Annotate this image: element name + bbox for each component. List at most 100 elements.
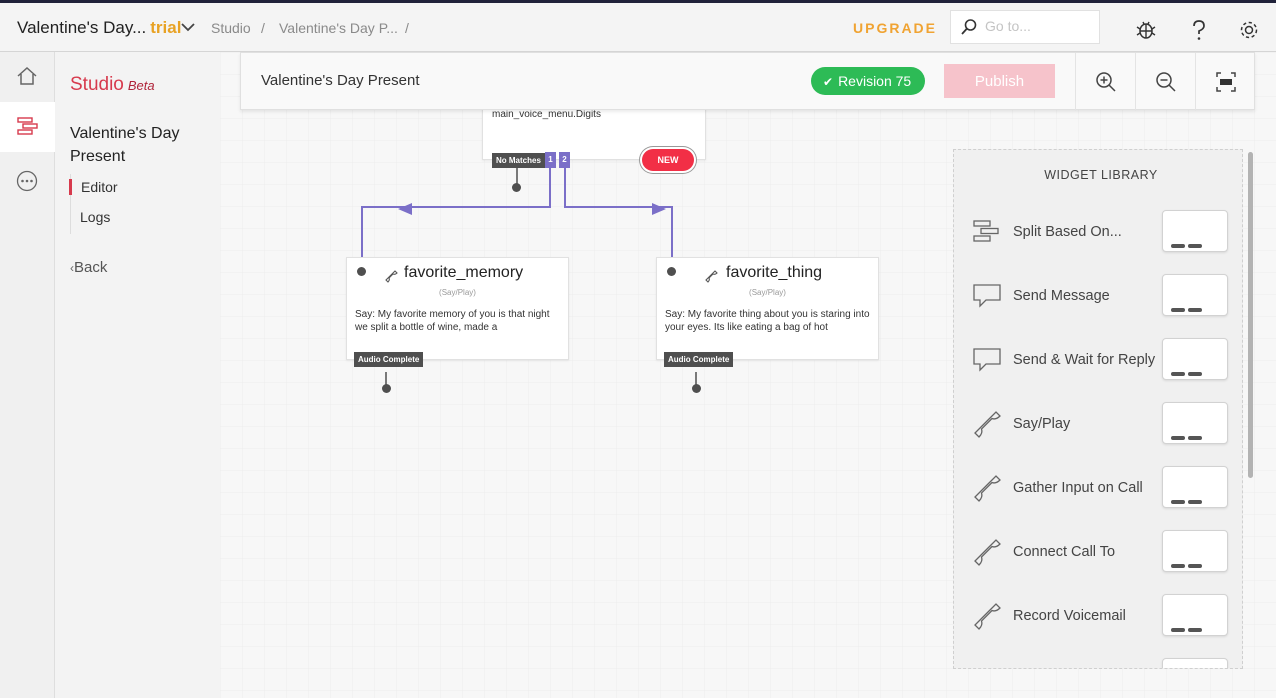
back-label: Back (74, 259, 108, 276)
phone-icon (974, 603, 1001, 630)
goto-search[interactable] (950, 10, 1100, 44)
breadcrumb-studio[interactable]: Studio (211, 20, 251, 36)
node-title: favorite_memory (404, 264, 524, 281)
breadcrumb-separator: / (261, 20, 265, 36)
flow-title: Valentine's Day Present (261, 72, 420, 89)
home-nav-button[interactable] (0, 52, 55, 102)
widget-preview[interactable] (1162, 210, 1228, 252)
studio-label: Studio (70, 74, 124, 95)
check-icon: ✔ (823, 75, 834, 89)
icon-rail (0, 52, 55, 698)
flow-canvas[interactable]: main_voice_menu.Digits No Matches 1 2 NE… (220, 52, 1276, 698)
fit-to-screen-button[interactable] (1195, 53, 1255, 111)
node-subtitle: (Say/Play) (439, 288, 476, 297)
chevron-down-icon[interactable] (180, 19, 196, 35)
widget-record-voicemail[interactable]: Record Voicemail (954, 594, 1242, 658)
widget-preview[interactable] (1162, 658, 1228, 668)
widget-label: Gather Input on Call (1013, 480, 1143, 496)
phone-icon (385, 270, 398, 283)
no-matches-transition[interactable]: No Matches (492, 153, 545, 168)
sidebar-links: Editor Logs (69, 174, 118, 234)
widget-say-play[interactable]: Say/Play (954, 402, 1242, 466)
connector-dot[interactable] (512, 183, 521, 192)
audio-complete-transition[interactable]: Audio Complete (354, 352, 424, 367)
message-icon (973, 284, 1001, 308)
widget-send-and-wait[interactable]: Send & Wait for Reply (954, 338, 1242, 402)
split-icon (973, 220, 999, 242)
node-title: favorite_thing (726, 264, 823, 281)
gear-icon[interactable] (1237, 18, 1261, 42)
widget-preview[interactable] (1162, 530, 1228, 572)
widget-label: Send & Wait for Reply (1013, 352, 1156, 368)
widget-label: Send Message (1013, 288, 1110, 304)
app-title-dropdown[interactable]: Valentine's Day...trial (17, 18, 181, 38)
breadcrumb-flow[interactable]: Valentine's Day P... (279, 20, 398, 36)
favorite-thing-node[interactable]: favorite_thing (Say/Play) Say: My favori… (656, 257, 879, 360)
upgrade-link[interactable]: UPGRADE (853, 20, 938, 36)
studio-nav-button[interactable] (0, 102, 55, 152)
node-body: main_voice_menu.Digits (492, 109, 601, 120)
widget-preview[interactable] (1162, 274, 1228, 316)
goto-input[interactable] (985, 18, 1095, 34)
node-body: Say: My favorite memory of you is that n… (355, 309, 550, 333)
beta-label: Beta (127, 78, 155, 93)
widget-partial[interactable] (954, 658, 1242, 668)
sidebar-item-editor[interactable]: Editor (69, 179, 118, 195)
widget-connect-call[interactable]: Connect Call To (954, 530, 1242, 594)
publish-button[interactable]: Publish (944, 64, 1055, 98)
revision-label: Revision 75 (838, 73, 912, 89)
widget-preview[interactable] (1162, 338, 1228, 380)
widget-label: Say/Play (1013, 416, 1071, 432)
bug-icon[interactable] (1134, 18, 1158, 42)
search-icon (961, 19, 977, 35)
connector-dot[interactable] (692, 384, 701, 393)
widget-label: Split Based On... (1013, 224, 1122, 240)
chevron-left-icon: ‹ (70, 261, 74, 275)
message-icon (973, 348, 1001, 372)
input-dot[interactable] (667, 267, 676, 276)
branch-2-transition[interactable]: 2 (559, 152, 570, 168)
sidebar-item-logs[interactable]: Logs (80, 209, 111, 225)
more-nav-button[interactable] (0, 157, 55, 207)
widget-gather-input[interactable]: Gather Input on Call (954, 466, 1242, 530)
connector-branch-2 (564, 165, 673, 257)
home-icon (17, 66, 37, 85)
phone-icon (974, 539, 1001, 566)
new-transition-badge[interactable]: NEW (642, 149, 694, 171)
widget-split-based-on[interactable]: Split Based On... (954, 210, 1242, 274)
audio-complete-transition[interactable]: Audio Complete (664, 352, 734, 367)
zoom-out-icon (1156, 72, 1176, 92)
branch-1-transition[interactable]: 1 (545, 152, 556, 168)
widget-preview[interactable] (1162, 466, 1228, 508)
widget-label: Connect Call To (1013, 544, 1116, 560)
phone-icon (974, 411, 1001, 438)
node-subtitle: (Say/Play) (749, 288, 786, 297)
widget-library-scrollbar[interactable] (1248, 152, 1253, 478)
phone-icon (974, 475, 1001, 502)
zoom-in-button[interactable] (1075, 53, 1135, 111)
top-bar: Valentine's Day...trial Studio / Valenti… (0, 0, 1276, 52)
flow-header: Valentine's Day Present ✔ Revision 75 Pub… (240, 52, 1255, 111)
more-icon (16, 170, 38, 192)
widget-preview[interactable] (1162, 594, 1228, 636)
phone-icon (705, 270, 718, 283)
breadcrumb-separator: / (405, 20, 409, 36)
widget-preview[interactable] (1162, 402, 1228, 444)
widget-library-title: WIDGET LIBRARY (1044, 168, 1158, 182)
zoom-out-button[interactable] (1135, 53, 1195, 111)
node-body: Say: My favorite thing about you is star… (665, 309, 870, 333)
widget-send-message[interactable]: Send Message (954, 274, 1242, 338)
help-icon[interactable] (1187, 18, 1211, 42)
app-title: Valentine's Day... (17, 18, 147, 37)
widget-label: Record Voicemail (1013, 608, 1126, 624)
back-link[interactable]: ‹Back (70, 259, 107, 276)
trial-badge: trial (150, 18, 182, 37)
input-dot[interactable] (357, 267, 366, 276)
connector-dot[interactable] (382, 384, 391, 393)
favorite-memory-node[interactable]: favorite_memory (Say/Play) Say: My favor… (346, 257, 569, 360)
widget-library: WIDGET LIBRARY Split Based On... Send Me… (953, 149, 1243, 669)
fit-screen-icon (1216, 72, 1236, 92)
revision-badge[interactable]: ✔ Revision 75 (811, 67, 926, 95)
